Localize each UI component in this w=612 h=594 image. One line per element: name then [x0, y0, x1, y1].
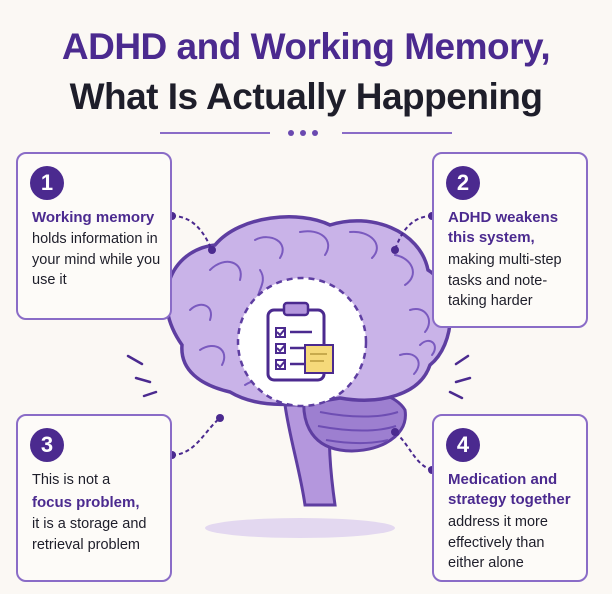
card-body: address it more effectively than either … [448, 514, 548, 571]
sticky-note-icon [304, 344, 334, 374]
brain-shadow [205, 518, 395, 538]
title-line-1: ADHD and Working Memory, [61, 26, 551, 67]
step-badge: 2 [446, 166, 480, 200]
divider-right [342, 132, 452, 134]
card-intro: This is not a [32, 472, 111, 488]
step-badge: 1 [30, 166, 64, 200]
card-adhd-weakens: 2 ADHD weakens this system, making multi… [432, 152, 588, 328]
card-heading: ADHD weakens this system, [448, 209, 559, 246]
card-medication-strategy: 4 Medication and strategy together addre… [432, 414, 588, 582]
card-body: holds information in your mind while you… [32, 231, 161, 288]
brain-folds [189, 230, 436, 397]
card-body: making multi-step tasks and note-taking … [448, 252, 562, 309]
card-working-memory: 1 Working memory holds information in yo… [16, 152, 172, 320]
connector-lines [171, 215, 433, 471]
title-line-2: What Is Actually Happening [69, 76, 543, 117]
divider-left [160, 132, 270, 134]
step-badge: 4 [446, 428, 480, 462]
step-badge: 3 [30, 428, 64, 462]
card-heading: focus problem, [32, 494, 140, 511]
spark-lines [126, 354, 472, 400]
card-heading: Working memory [32, 209, 155, 226]
card-not-focus-problem: 3 This is not a focus problem, it is a s… [16, 414, 172, 582]
card-body: it is a storage and retrieval problem [32, 516, 147, 553]
divider-dots [285, 124, 327, 140]
card-heading: Medication and strategy together [448, 471, 571, 508]
